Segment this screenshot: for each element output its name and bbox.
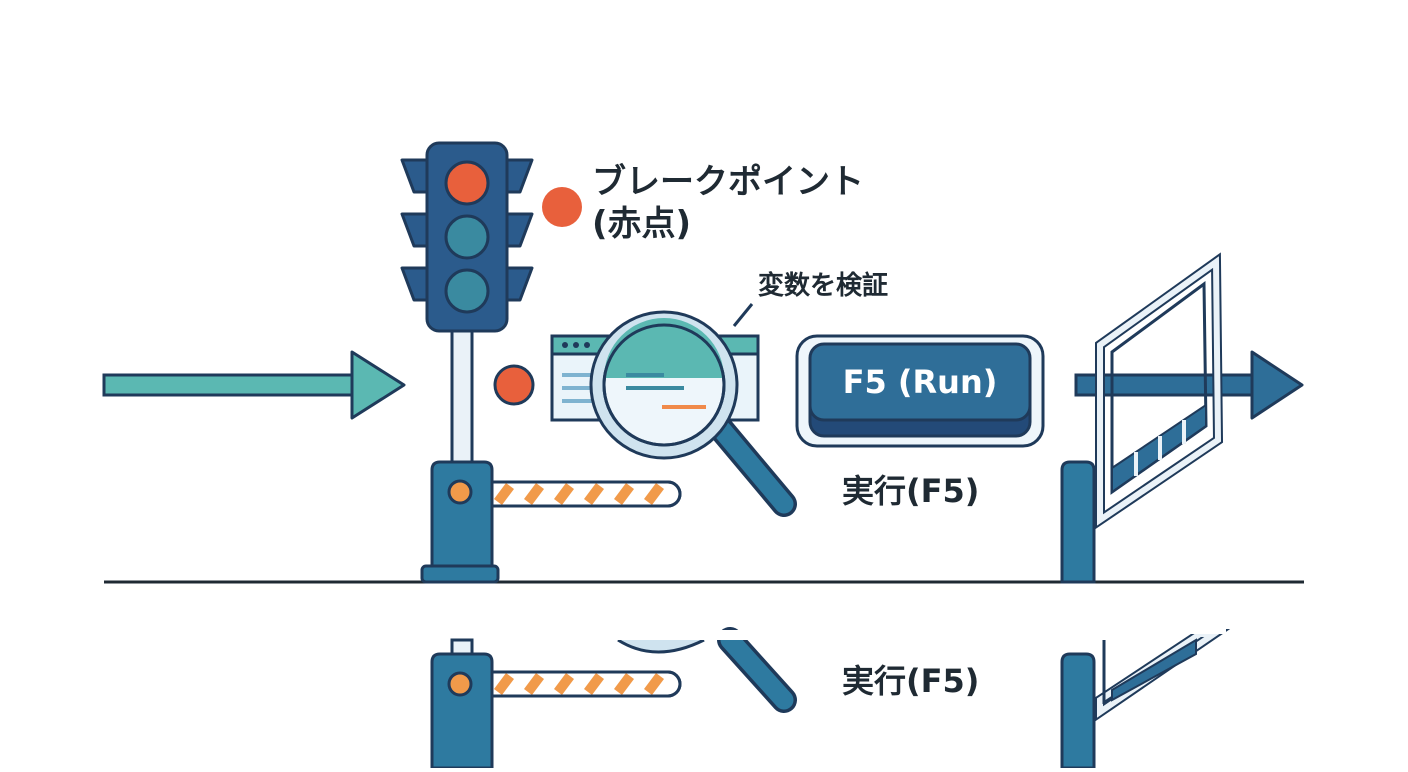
f5-key-icon	[795, 334, 1045, 448]
reflection-group	[430, 624, 1231, 770]
outgoing-arrow-icon	[1074, 350, 1304, 420]
breakpoint-dot-icon	[493, 364, 535, 406]
signal-light-middle	[444, 214, 490, 260]
breakpoint-label-line1: ブレークポイント	[592, 162, 864, 202]
traffic-light-icon	[400, 141, 534, 472]
open-gate-reflection-icon	[1060, 624, 1231, 770]
barrier-gate-icon	[420, 460, 682, 584]
signal-light-red	[444, 160, 490, 206]
breakpoint-label-line2: (赤点)	[592, 204, 692, 244]
inspect-variables-label: 変数を検証	[758, 271, 889, 301]
signal-light-bottom	[444, 268, 490, 314]
incoming-arrow-icon	[102, 350, 406, 420]
run-caption: 実行(F5)	[842, 472, 980, 510]
barrier-gate-reflection-icon	[430, 638, 682, 770]
magnifier-reflection-icon	[600, 627, 820, 713]
run-caption-reflection: 実行(F5)	[842, 662, 980, 700]
f5-run-key-label: F5 (Run)	[842, 363, 998, 401]
breakpoint-dot-icon	[542, 187, 582, 227]
open-gate-icon	[1060, 252, 1224, 584]
magnifier-icon	[589, 303, 797, 517]
